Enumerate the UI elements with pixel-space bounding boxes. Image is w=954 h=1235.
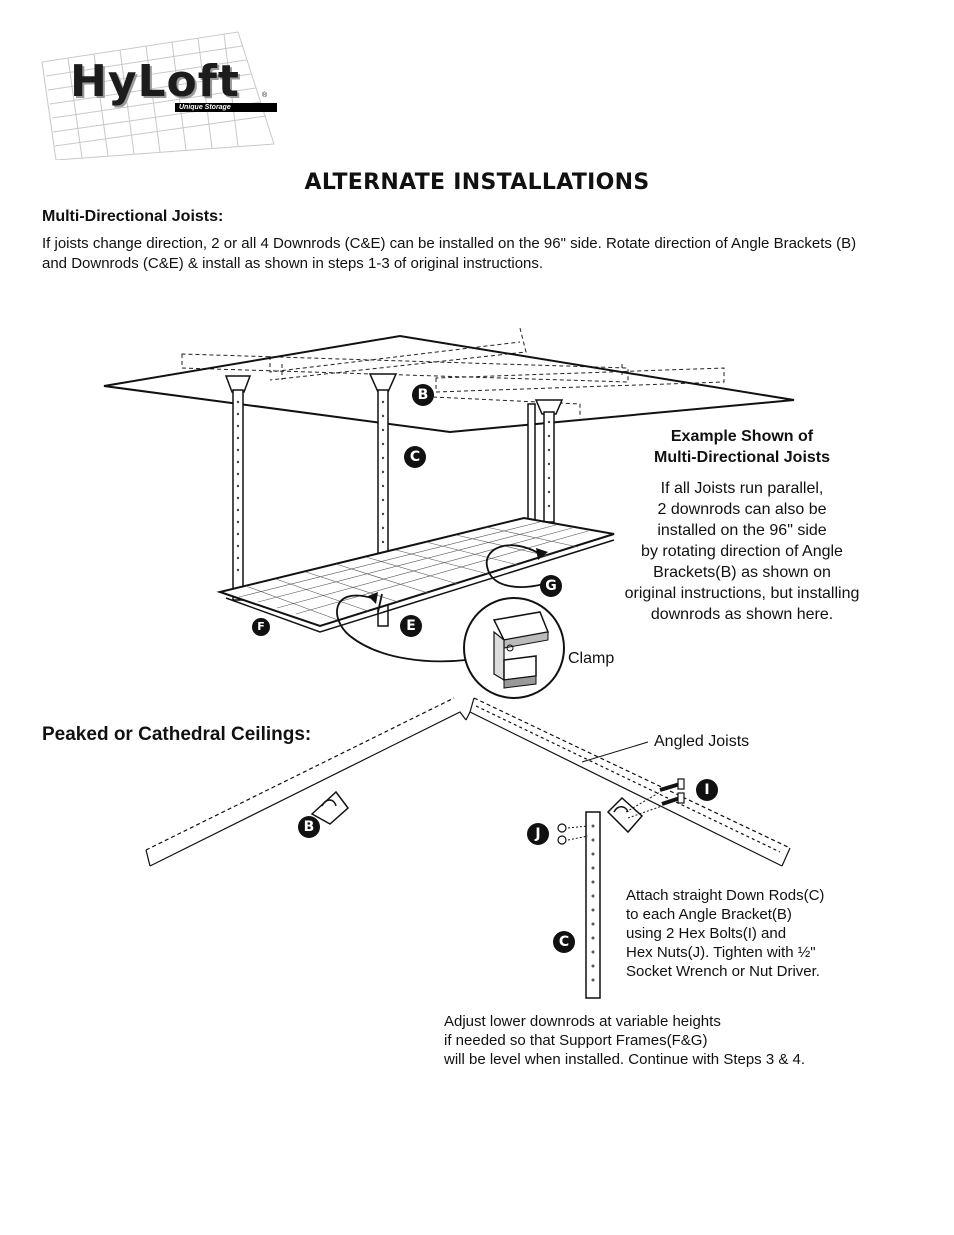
label-f-badge: F (252, 618, 270, 636)
label-c-peaked-badge: C (553, 931, 575, 953)
example-line: original instructions, but installing (624, 585, 860, 602)
attach-line: using 2 Hex Bolts(I) and (626, 925, 787, 942)
attach-instructions: Attach straight Down Rods(C) to each Ang… (626, 886, 876, 981)
label-c-badge: C (404, 446, 426, 468)
example-line: If all Joists run parallel, (660, 480, 824, 497)
example-line: Brackets(B) as shown on (653, 564, 831, 581)
clamp-label: Clamp (568, 650, 615, 667)
example-heading: Example Shown of Multi-Directional Joist… (600, 426, 884, 468)
angle-brackets (224, 373, 564, 415)
angled-joists (145, 697, 791, 867)
hex-bolts (625, 778, 685, 819)
dashed-joists (181, 327, 725, 418)
adjust-line: if needed so that Support Frames(F&G) (444, 1032, 708, 1049)
straight-down-rod (585, 811, 601, 999)
left-angle-bracket (310, 790, 350, 825)
logo-wordmark: HyLoft (70, 56, 240, 107)
label-i-badge: I (696, 779, 718, 801)
attach-line: to each Angle Bracket(B) (626, 906, 792, 923)
logo-grid-background (41, 31, 275, 160)
label-e-badge: E (400, 615, 422, 637)
adjust-instructions: Adjust lower downrods at variable height… (444, 1012, 884, 1069)
logo-registered-mark: ® (262, 92, 268, 99)
adjust-line: will be level when installed. Continue w… (444, 1051, 806, 1068)
label-g-badge: G (540, 575, 562, 597)
label-b-badge: B (412, 384, 434, 406)
multi-directional-paragraph: If joists change direction, 2 or all 4 D… (42, 235, 857, 272)
example-heading-line-1: Example Shown of (670, 428, 814, 445)
logo (38, 28, 278, 160)
hex-nuts (557, 823, 589, 845)
label-j-badge: J (527, 823, 549, 845)
rod-holes (591, 824, 595, 982)
example-line: downrods as shown here. (650, 606, 834, 623)
peaked-ceilings-heading: Peaked or Cathedral Ceilings: (42, 724, 312, 745)
ceiling-plane (103, 334, 795, 434)
attach-line: Socket Wrench or Nut Driver. (626, 963, 820, 980)
angled-joists-label: Angled Joists (654, 733, 750, 750)
attach-line: Attach straight Down Rods(C) (626, 887, 825, 904)
callout-arrows (368, 548, 548, 604)
callout-lines (336, 544, 545, 663)
page-title: ALTERNATE INSTALLATIONS (304, 170, 650, 195)
example-line: 2 downrods can also be (657, 501, 827, 518)
example-line: installed on the 96" side (657, 522, 827, 539)
logo-tagline: Unique Storage (175, 103, 277, 112)
example-heading-line-2: Multi-Directional Joists (653, 449, 831, 466)
label-b-peaked-badge: B (298, 816, 320, 838)
example-description: If all Joists run parallel, 2 downrods c… (600, 478, 884, 625)
angled-joists-leader (581, 741, 649, 763)
adjust-line: Adjust lower downrods at variable height… (444, 1013, 721, 1030)
attach-line: Hex Nuts(J). Tighten with ½" (626, 944, 816, 961)
right-angle-bracket (606, 796, 644, 834)
example-line: by rotating direction of Angle (641, 543, 843, 560)
multi-directional-heading: Multi-Directional Joists: (42, 208, 224, 225)
clamp-magnifier (463, 597, 565, 699)
